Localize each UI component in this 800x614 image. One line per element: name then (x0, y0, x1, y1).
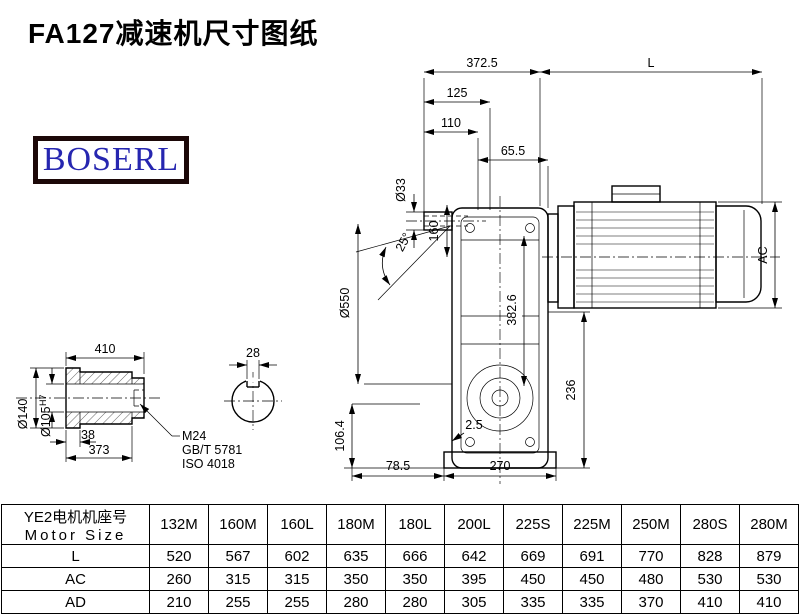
column-header: 250M (621, 504, 681, 545)
dim-25deg: 25° (393, 230, 414, 253)
dim-AC: AC (756, 246, 770, 263)
row-label: L (1, 544, 150, 568)
cell: 770 (621, 544, 681, 568)
cell: 280 (326, 590, 386, 614)
motor-size-header-cn: YE2电机机座号 (23, 508, 128, 526)
cell: 305 (444, 590, 504, 614)
cell: 335 (562, 590, 622, 614)
dimension-labels: 372.5 L 125 110 65.5 2.5 78.5 270 410 38… (16, 56, 770, 473)
table-row-L: L 520 567 602 635 666 642 669 691 770 82… (1, 544, 799, 568)
row-label: AD (1, 590, 150, 614)
label-m24: M24 (182, 429, 206, 443)
dim-d33: Ø33 (394, 178, 408, 202)
boserl-logo: BOSERL (33, 136, 189, 184)
dim-270: 270 (490, 459, 511, 473)
cell: 567 (208, 544, 268, 568)
cell: 350 (385, 567, 445, 591)
shaft-section-view (224, 372, 282, 430)
table-header-row: YE2电机机座号 Motor Size 132M 160M 160L 180M … (1, 504, 799, 545)
dimension-drawing: 372.5 L 125 110 65.5 2.5 78.5 270 410 38… (16, 56, 782, 484)
dim-d550: Ø550 (338, 288, 352, 319)
dim-28: 28 (246, 346, 260, 360)
cell: 335 (503, 590, 563, 614)
dim-d105-tolerance: H7 (38, 394, 48, 406)
cell: 642 (444, 544, 504, 568)
column-header: 160L (267, 504, 327, 545)
dim-d140: Ø140 (16, 399, 30, 430)
cell: 410 (680, 590, 740, 614)
cell: 635 (326, 544, 386, 568)
cell: 450 (503, 567, 563, 591)
dim-L: L (648, 56, 655, 70)
cell: 520 (149, 544, 209, 568)
cell: 395 (444, 567, 504, 591)
dim-373: 373 (89, 443, 110, 457)
dim-2-5: 2.5 (465, 418, 482, 432)
cell: 602 (267, 544, 327, 568)
cell: 828 (680, 544, 740, 568)
boserl-logo-text: BOSERL (42, 141, 180, 178)
dim-236: 236 (564, 380, 578, 401)
cell: 255 (208, 590, 268, 614)
cell: 666 (385, 544, 445, 568)
cell: 280 (385, 590, 445, 614)
shaft-side-view (16, 367, 162, 429)
column-header: 180M (326, 504, 386, 545)
dim-78-5: 78.5 (386, 459, 410, 473)
cell: 350 (326, 567, 386, 591)
motor-side-view (542, 185, 780, 309)
cell: 255 (267, 590, 327, 614)
dim-382-6: 382.6 (505, 294, 519, 325)
cell: 450 (562, 567, 622, 591)
dim-410: 410 (95, 342, 116, 356)
cell: 879 (739, 544, 799, 568)
dim-160: 160 (427, 221, 441, 242)
dim-106-4: 106.4 (333, 420, 347, 451)
dim-d105: Ø105 (39, 406, 53, 437)
cell: 530 (680, 567, 740, 591)
dim-38: 38 (81, 428, 95, 442)
page-title: FA127减速机尺寸图纸 (28, 18, 319, 49)
column-header: 180L (385, 504, 445, 545)
column-header: 132M (149, 504, 209, 545)
motor-body (573, 201, 717, 309)
column-header: 225S (503, 504, 563, 545)
cell: 260 (149, 567, 209, 591)
column-header: 280S (680, 504, 740, 545)
column-header: 160M (208, 504, 268, 545)
column-header: 225M (562, 504, 622, 545)
cell: 210 (149, 590, 209, 614)
table-row-AC: AC 260 315 315 350 350 395 450 450 480 5… (1, 567, 799, 591)
hollow-output-shaft (423, 211, 453, 231)
cell: 530 (739, 567, 799, 591)
dim-110: 110 (441, 116, 461, 130)
dim-372-5: 372.5 (466, 56, 497, 70)
fan-cover (715, 205, 762, 303)
gearbox-foot (443, 451, 557, 469)
cell: 315 (208, 567, 268, 591)
cell: 691 (562, 544, 622, 568)
label-gb-standard: GB/T 5781 (182, 443, 242, 457)
cell: 370 (621, 590, 681, 614)
cell: 480 (621, 567, 681, 591)
row-label: AC (1, 567, 150, 591)
dim-125: 125 (447, 86, 468, 100)
cell: 410 (739, 590, 799, 614)
column-header: 280M (739, 504, 799, 545)
dimension-lines (30, 69, 782, 481)
cell: 669 (503, 544, 563, 568)
motor-size-header-en: Motor Size (24, 526, 127, 544)
motor-size-header: YE2电机机座号 Motor Size (1, 504, 150, 545)
cell: 315 (267, 567, 327, 591)
table-row-AD: AD 210 255 255 280 280 305 335 335 370 4… (1, 590, 799, 614)
label-iso-standard: ISO 4018 (182, 457, 235, 471)
motor-size-table: YE2电机机座号 Motor Size 132M 160M 160L 180M … (1, 504, 799, 614)
column-header: 200L (444, 504, 504, 545)
dim-65-5: 65.5 (501, 144, 525, 158)
